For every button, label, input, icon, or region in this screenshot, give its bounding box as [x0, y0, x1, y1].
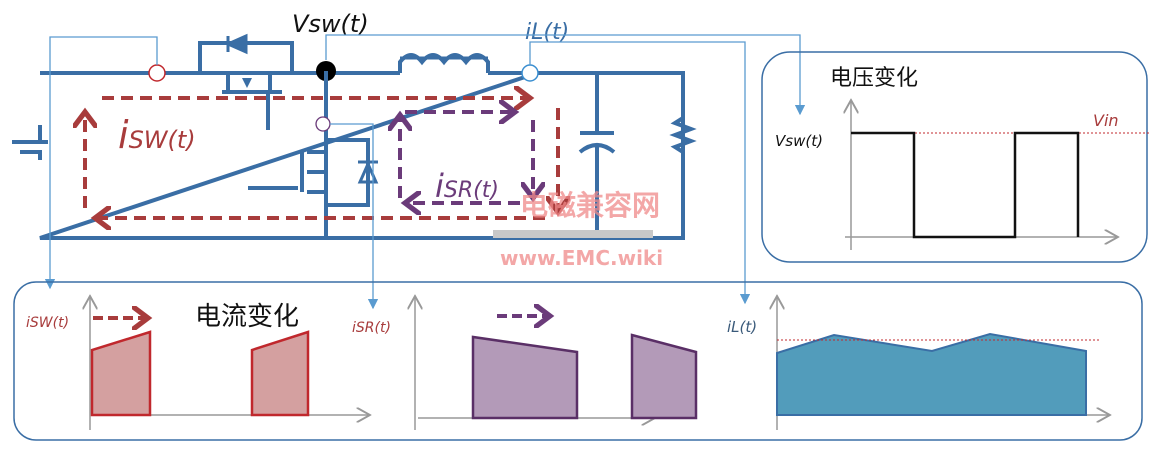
isw-current-path — [85, 98, 558, 218]
vsw-label: Vsw(t) — [292, 10, 369, 38]
il-waveform — [776, 332, 1087, 416]
mosfet-arrow-icon — [242, 78, 252, 88]
isw-probe-circle — [148, 64, 166, 82]
low-side-mosfet-icon — [248, 138, 370, 207]
vsw-axis-label: Vsw(t) — [775, 132, 823, 150]
isr-current-path — [400, 112, 533, 203]
high-side-mosfet-icon — [222, 73, 282, 130]
isw-axis-label: iSW(t) — [26, 315, 69, 331]
capacitor-icon — [578, 73, 616, 238]
isr-probe-circle — [315, 116, 331, 132]
watermark: 电磁兼容网 www.EMC.wiki — [493, 189, 663, 270]
il-probe-circle — [521, 64, 539, 82]
resistor-icon — [669, 116, 697, 154]
current-panel-title: 电流变化 — [195, 302, 299, 332]
circuit-loop-wire — [39, 71, 685, 240]
il-axis-label: iL(t) — [727, 318, 757, 336]
low-side-diode-icon — [357, 160, 379, 184]
svg-text:电磁兼容网: 电磁兼容网 — [520, 189, 660, 222]
isr-label: iSR(t) — [435, 167, 499, 205]
isw-label: iSW(t) — [118, 113, 196, 157]
current-panel: 电流变化 iSW(t) iSR(t) iL(t) — [13, 281, 1143, 441]
isr-axis-label: iSR(t) — [352, 320, 391, 336]
il-label: iL(t) — [525, 20, 569, 45]
high-side-diode-icon — [224, 33, 248, 55]
circuit: iSW(t) iSR(t) Vsw(t) iL(t) — [5, 10, 697, 240]
isr-waveform — [471, 333, 698, 420]
battery-icon — [12, 125, 48, 160]
voltage-panel: 电压变化 Vsw(t) Vin — [761, 51, 1150, 263]
vsw-waveform — [851, 131, 1080, 239]
inductor-icon — [398, 53, 490, 73]
svg-text:www.EMC.wiki: www.EMC.wiki — [500, 246, 663, 270]
vin-label: Vin — [1093, 111, 1119, 130]
isw-waveform — [90, 330, 310, 417]
voltage-panel-title: 电压变化 — [830, 66, 918, 91]
probe-leader-lines — [44, 34, 806, 310]
